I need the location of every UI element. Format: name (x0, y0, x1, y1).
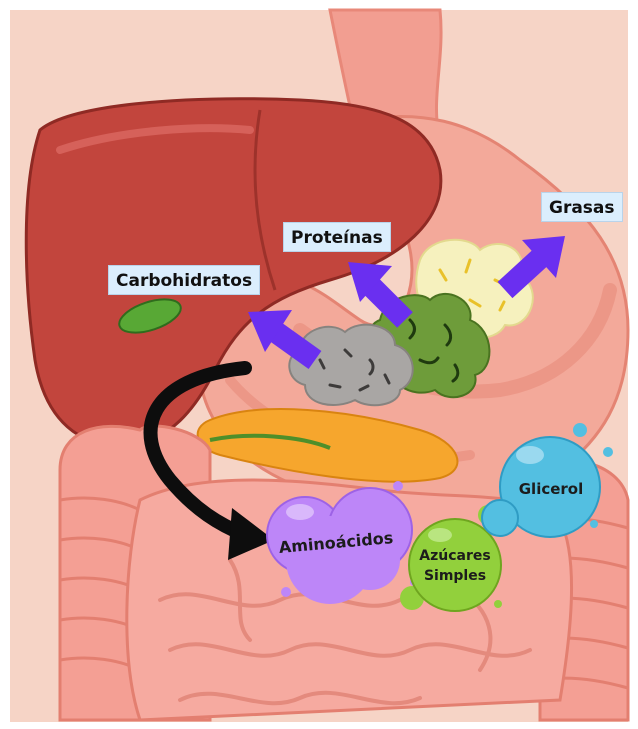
glicerol-label: Glicerol (506, 480, 596, 498)
label-proteinas: Proteínas (283, 222, 391, 252)
label-carbohidratos: Carbohidratos (108, 265, 260, 295)
azucares-label-line1: Azúcares (410, 548, 500, 564)
label-grasas: Grasas (541, 192, 623, 222)
azucares-label-line2: Simples (410, 568, 500, 584)
